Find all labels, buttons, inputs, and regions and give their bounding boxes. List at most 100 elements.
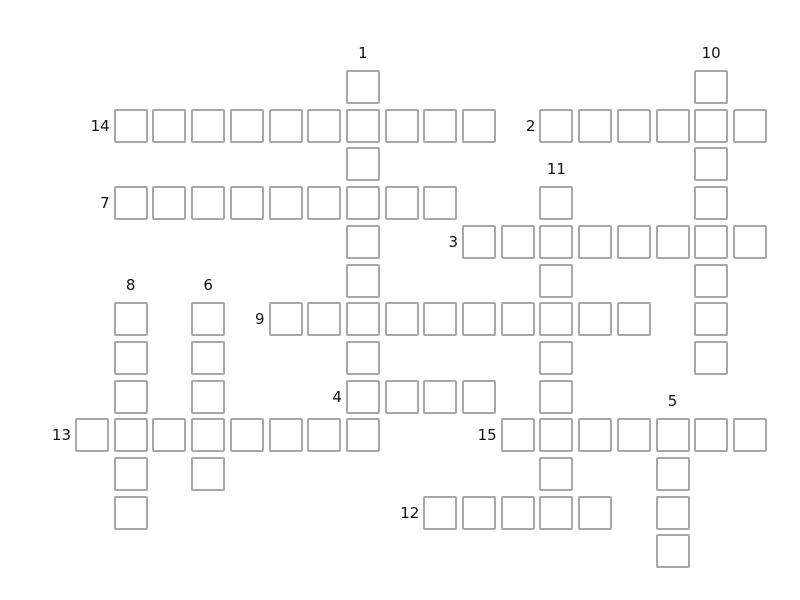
crossword-cell[interactable] — [191, 186, 226, 221]
crossword-cell[interactable] — [539, 263, 574, 298]
crossword-cell[interactable] — [539, 379, 574, 414]
crossword-cell[interactable] — [655, 224, 690, 259]
crossword-cell[interactable] — [694, 418, 729, 453]
clue-number-4: 4 — [332, 387, 342, 406]
crossword-cell[interactable] — [655, 418, 690, 453]
crossword-cell[interactable] — [539, 302, 574, 337]
crossword-cell[interactable] — [345, 70, 380, 104]
crossword-cell[interactable] — [694, 263, 729, 298]
crossword-cell[interactable] — [268, 108, 303, 143]
crossword-cell[interactable] — [578, 302, 613, 337]
crossword-cell[interactable] — [345, 147, 380, 182]
crossword-cell[interactable] — [113, 379, 148, 414]
crossword-cell[interactable] — [655, 534, 690, 569]
crossword-cell[interactable] — [345, 186, 380, 221]
crossword-cell[interactable] — [191, 302, 226, 337]
crossword-cell[interactable] — [539, 340, 574, 375]
crossword-cell[interactable] — [345, 263, 380, 298]
crossword-cell[interactable] — [191, 108, 226, 143]
crossword-cell[interactable] — [500, 302, 535, 337]
crossword-cell[interactable] — [384, 302, 419, 337]
crossword-cell[interactable] — [345, 302, 380, 337]
crossword-cell[interactable] — [229, 418, 264, 453]
crossword-cell[interactable] — [694, 108, 729, 143]
crossword-cell[interactable] — [500, 418, 535, 453]
crossword-cell[interactable] — [345, 418, 380, 453]
crossword-cell[interactable] — [500, 224, 535, 259]
crossword-cell[interactable] — [462, 495, 496, 530]
clue-number-3: 3 — [448, 232, 458, 251]
crossword-cell[interactable] — [423, 379, 458, 414]
crossword-cell[interactable] — [229, 186, 264, 221]
crossword-cell[interactable] — [423, 186, 458, 221]
crossword-cell[interactable] — [462, 108, 496, 143]
crossword-cell[interactable] — [578, 418, 613, 453]
crossword-cell[interactable] — [423, 108, 458, 143]
crossword-cell[interactable] — [616, 224, 651, 259]
crossword-cell[interactable] — [345, 340, 380, 375]
crossword-cell[interactable] — [113, 108, 148, 143]
crossword-cell[interactable] — [113, 418, 148, 453]
clue-number-15: 15 — [477, 426, 497, 445]
crossword-cell[interactable] — [384, 108, 419, 143]
crossword-cell[interactable] — [152, 418, 187, 453]
crossword-cell[interactable] — [113, 340, 148, 375]
crossword-cell[interactable] — [191, 340, 226, 375]
crossword-cell[interactable] — [191, 379, 226, 414]
crossword-cell[interactable] — [539, 495, 574, 530]
crossword-cell[interactable] — [307, 186, 342, 221]
crossword-cell[interactable] — [345, 108, 380, 143]
crossword-cell[interactable] — [539, 418, 574, 453]
crossword-cell[interactable] — [191, 457, 226, 491]
crossword-cell[interactable] — [152, 108, 187, 143]
crossword-cell[interactable] — [616, 418, 651, 453]
crossword-cell[interactable] — [268, 186, 303, 221]
crossword-cell[interactable] — [732, 108, 767, 143]
crossword-cell[interactable] — [539, 457, 574, 491]
crossword-cell[interactable] — [462, 302, 496, 337]
crossword-cell[interactable] — [694, 340, 729, 375]
crossword-cell[interactable] — [307, 418, 342, 453]
crossword-cell[interactable] — [268, 302, 303, 337]
crossword-cell[interactable] — [694, 224, 729, 259]
crossword-cell[interactable] — [345, 224, 380, 259]
crossword-cell[interactable] — [539, 224, 574, 259]
crossword-cell[interactable] — [113, 186, 148, 221]
crossword-cell[interactable] — [655, 457, 690, 491]
crossword-cell[interactable] — [578, 495, 613, 530]
crossword-cell[interactable] — [655, 495, 690, 530]
crossword-cell[interactable] — [732, 418, 767, 453]
crossword-cell[interactable] — [694, 147, 729, 182]
crossword-cell[interactable] — [578, 224, 613, 259]
crossword-cell[interactable] — [616, 108, 651, 143]
crossword-cell[interactable] — [345, 379, 380, 414]
crossword-cell[interactable] — [578, 108, 613, 143]
crossword-cell[interactable] — [75, 418, 109, 453]
crossword-cell[interactable] — [694, 302, 729, 337]
crossword-cell[interactable] — [152, 186, 187, 221]
crossword-cell[interactable] — [462, 224, 496, 259]
crossword-cell[interactable] — [307, 108, 342, 143]
crossword-cell[interactable] — [423, 302, 458, 337]
crossword-cell[interactable] — [113, 302, 148, 337]
crossword-cell[interactable] — [384, 186, 419, 221]
crossword-cell[interactable] — [655, 108, 690, 143]
crossword-cell[interactable] — [268, 418, 303, 453]
crossword-cell[interactable] — [307, 302, 342, 337]
crossword-cell[interactable] — [462, 379, 496, 414]
clue-number-14: 14 — [90, 116, 110, 135]
clue-number-8: 8 — [125, 276, 136, 295]
crossword-cell[interactable] — [539, 186, 574, 221]
crossword-cell[interactable] — [616, 302, 651, 337]
crossword-cell[interactable] — [694, 70, 729, 104]
crossword-cell[interactable] — [539, 108, 574, 143]
crossword-cell[interactable] — [229, 108, 264, 143]
crossword-cell[interactable] — [384, 379, 419, 414]
crossword-cell[interactable] — [113, 495, 148, 530]
crossword-cell[interactable] — [500, 495, 535, 530]
crossword-cell[interactable] — [732, 224, 767, 259]
crossword-cell[interactable] — [191, 418, 226, 453]
crossword-cell[interactable] — [113, 457, 148, 491]
crossword-cell[interactable] — [694, 186, 729, 221]
crossword-cell[interactable] — [423, 495, 458, 530]
